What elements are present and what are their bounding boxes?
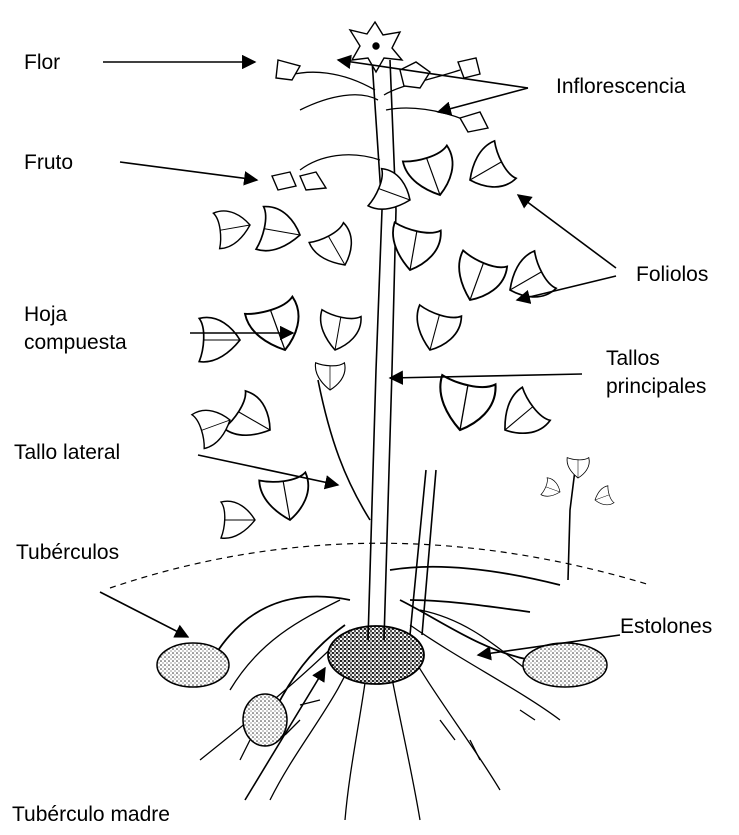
label-hoja-compuesta-line2: compuesta — [24, 330, 127, 355]
tuber-small — [243, 694, 287, 746]
label-inflorescencia: Inflorescencia — [556, 74, 686, 99]
label-tuberculo-madre: Tubérculo madre — [12, 802, 170, 827]
label-fruto: Fruto — [24, 150, 73, 175]
label-tuberculos: Tubérculos — [16, 540, 119, 565]
label-arrows — [100, 60, 620, 800]
tuber-left — [157, 643, 229, 687]
label-tallo-lateral: Tallo lateral — [14, 440, 120, 465]
label-foliolos: Foliolos — [636, 262, 708, 287]
leaves — [192, 141, 615, 539]
label-estolones: Estolones — [620, 614, 712, 639]
label-tallos-principales-line1: Tallos — [606, 346, 660, 371]
lateral-stem — [318, 380, 370, 520]
main-stems — [368, 60, 575, 640]
label-hoja-compuesta-line1: Hoja — [24, 302, 67, 327]
label-tallos-principales-line2: principales — [606, 374, 706, 399]
tuber-right — [523, 643, 607, 687]
flowers — [272, 22, 488, 190]
label-flor: Flor — [24, 50, 60, 75]
